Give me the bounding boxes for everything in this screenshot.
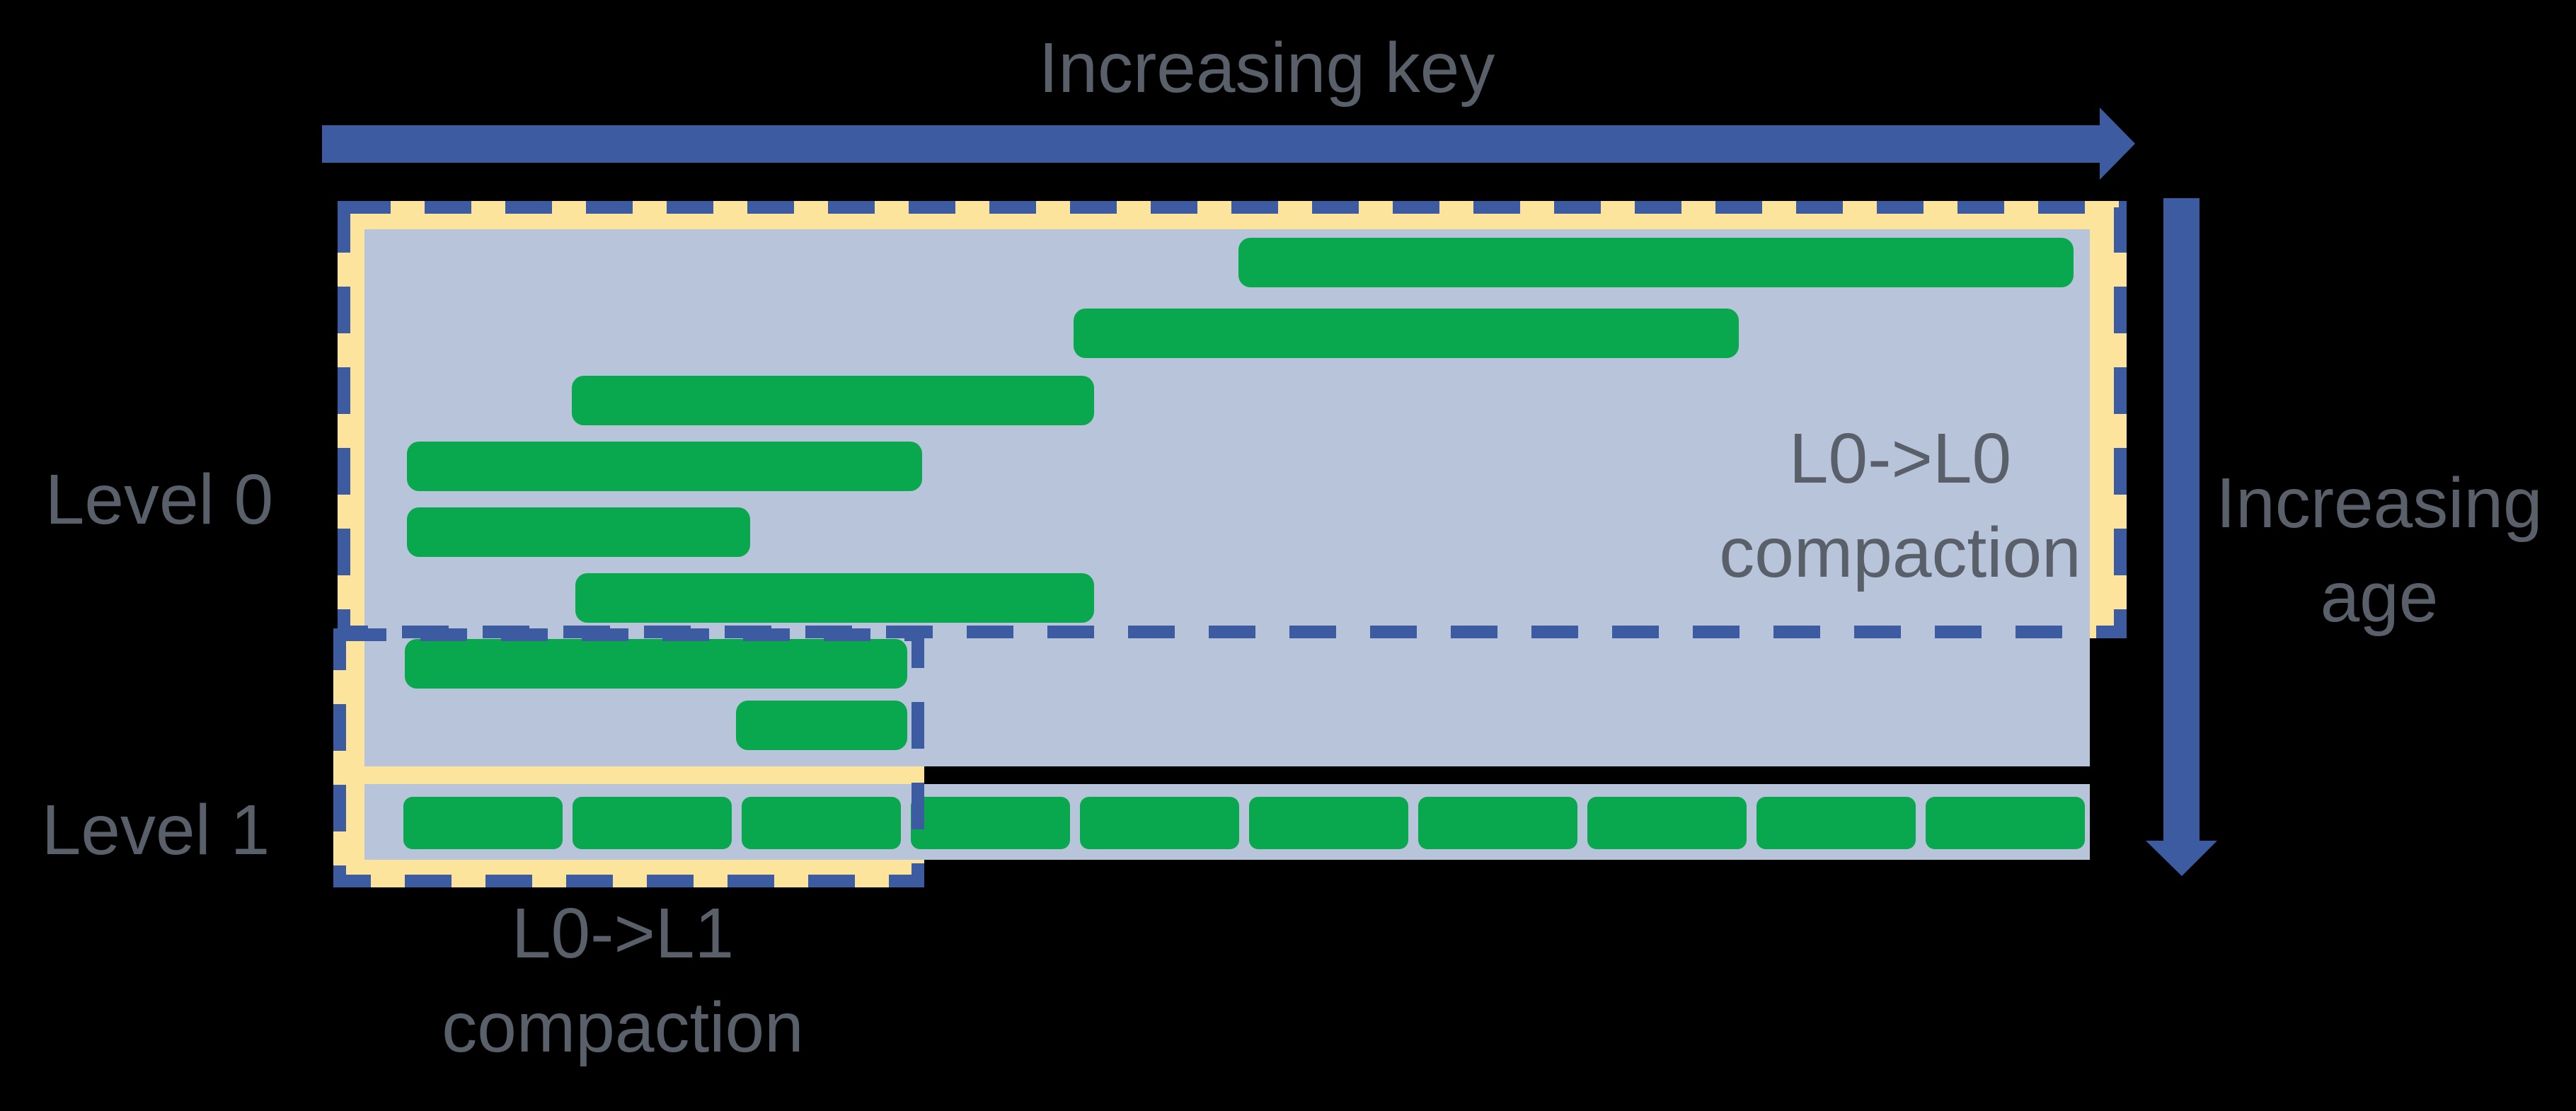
- l0-l0-compaction-label-line2: compaction: [1719, 513, 2081, 592]
- increasing-age-label-line1: Increasing: [2216, 464, 2542, 543]
- l0-l0-compaction-label-line1: L0->L0: [1789, 419, 2011, 498]
- sstable-bar: [572, 376, 1094, 425]
- increasing-age-arrowhead-icon: [2146, 841, 2217, 876]
- sstable-bar: [1238, 238, 2074, 287]
- sstable-bar: [407, 442, 922, 491]
- l0-l1-compaction-label-line1: L0->L1: [512, 894, 734, 973]
- sstable-bar: [405, 639, 907, 689]
- sstable-bar: [1074, 309, 1739, 358]
- increasing-key-arrow: [322, 108, 2135, 180]
- sstable-segment: [1926, 797, 2085, 849]
- sstable-bar: [407, 507, 750, 557]
- sstable-segment: [573, 797, 732, 849]
- sstable-bar: [575, 573, 1094, 623]
- increasing-age-label: Increasing age: [2216, 464, 2542, 637]
- sstable-segment: [1418, 797, 1577, 849]
- l0-l1-compaction-label: L0->L1 compaction: [442, 894, 803, 1067]
- sstable-segment: [403, 797, 563, 849]
- l0-l1-compaction-label-line2: compaction: [442, 988, 803, 1067]
- increasing-age-arrow-shaft: [2163, 198, 2200, 841]
- level0-label: Level 0: [45, 460, 273, 539]
- sstable-segment: [911, 797, 1070, 849]
- level1-sstable-segments: [403, 797, 2085, 849]
- sstable-segment: [1249, 797, 1408, 849]
- increasing-key-arrowhead-icon: [2100, 108, 2135, 180]
- sstable-segment: [1080, 797, 1239, 849]
- increasing-key-label: Increasing key: [1039, 28, 1495, 108]
- level1-label: Level 1: [42, 790, 270, 870]
- sstable-segment: [742, 797, 901, 849]
- sstable-segment: [1587, 797, 1747, 849]
- increasing-key-arrow-shaft: [322, 125, 2100, 163]
- l0-l0-compaction-label: L0->L0 compaction: [1719, 419, 2081, 592]
- sstable-segment: [1756, 797, 1916, 849]
- increasing-age-arrow: [2146, 198, 2217, 876]
- level0-sstable-bars: [405, 238, 2074, 750]
- l0-l0-compaction-box-border: [338, 201, 2127, 638]
- increasing-age-label-line2: age: [2321, 558, 2439, 637]
- sstable-bar: [736, 701, 907, 750]
